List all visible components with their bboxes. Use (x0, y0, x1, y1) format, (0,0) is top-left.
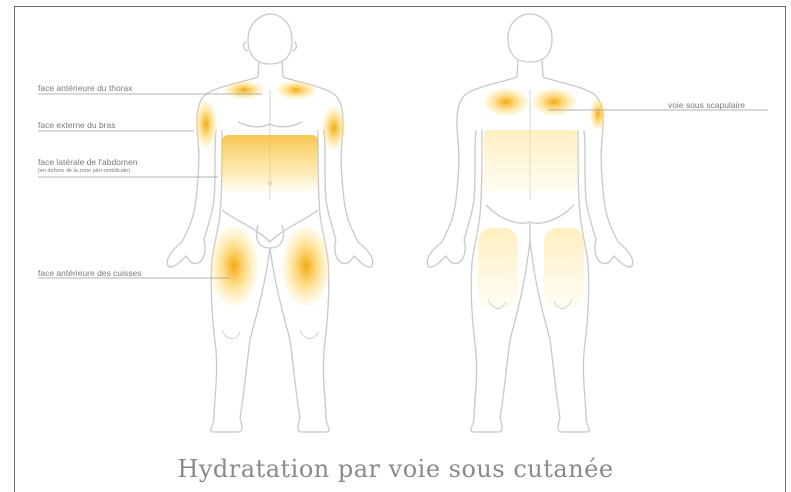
zone-back-thigh-left (478, 228, 518, 308)
zone-thorax-right (276, 81, 316, 99)
zone-thigh-right-figure (210, 226, 258, 306)
back-figure (427, 14, 632, 432)
leader-lines (38, 94, 768, 278)
zone-back-arm-right (590, 98, 606, 130)
zone-thigh-left-figure (282, 226, 330, 306)
zone-abdomen (222, 135, 318, 193)
label-arm: face externe du bras (38, 120, 116, 130)
label-abdomen: face latérale de l'abdomen (38, 157, 137, 167)
zone-scapula-right (532, 88, 576, 116)
zone-arm-left-figure (322, 106, 346, 150)
zone-back-thigh-right (544, 228, 584, 308)
front-injection-zones (195, 81, 346, 306)
zone-arm-right-figure (195, 100, 217, 148)
front-figure (167, 14, 372, 432)
label-thorax: face antérieure du thorax (38, 83, 133, 93)
back-injection-zones (478, 88, 606, 308)
zone-scapula-left (484, 88, 528, 116)
zone-thorax-left (224, 81, 264, 99)
label-abdomen-note: (en dehors de la zone péri-ombilicale) (38, 168, 130, 175)
label-scapula: voie sous scapulaire (668, 100, 745, 110)
figure-title: Hydratation par voie sous cutanée (0, 455, 791, 483)
zone-back-torso (484, 130, 578, 192)
label-thighs: face antérieure des cuisses (38, 268, 141, 278)
